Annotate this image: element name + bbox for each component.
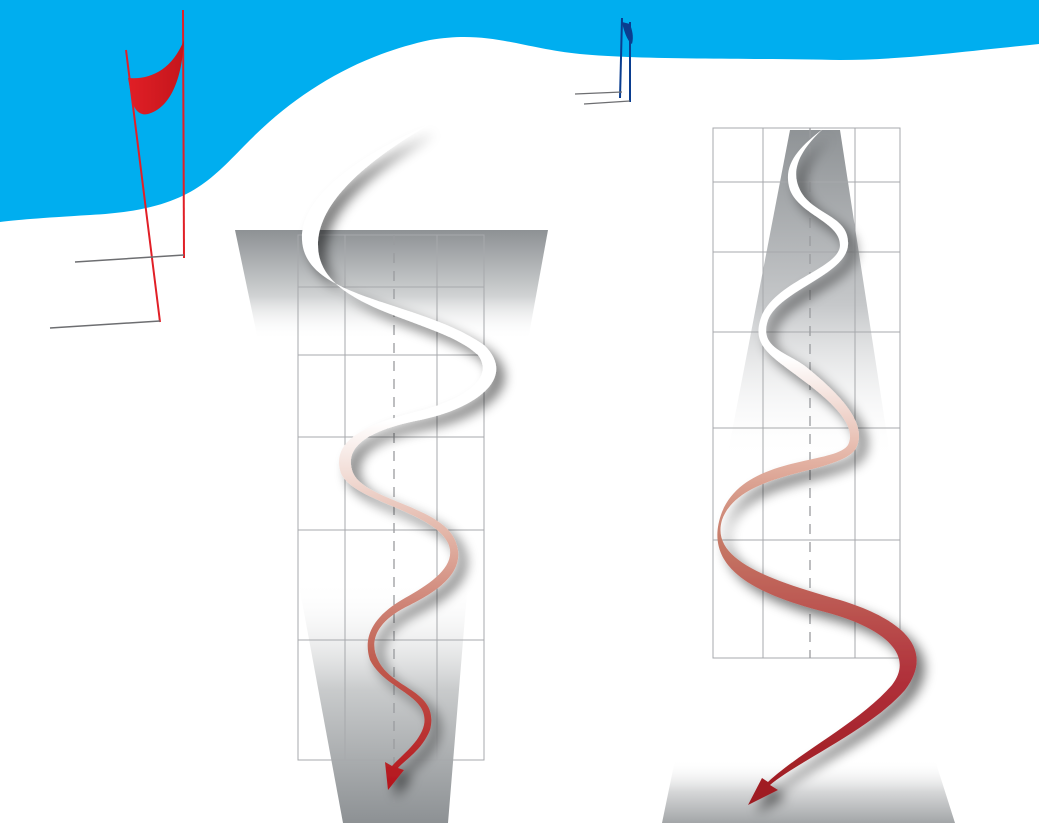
- right-course-panel: [662, 128, 955, 823]
- sky: [0, 0, 1039, 222]
- left-course-panel: [235, 230, 548, 823]
